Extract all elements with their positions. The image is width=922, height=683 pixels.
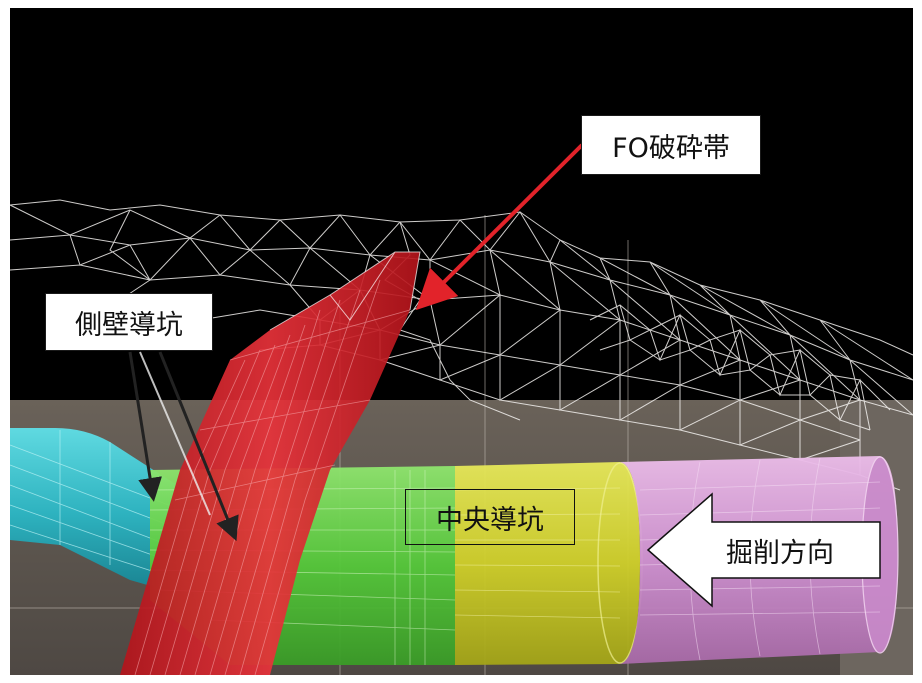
side-pilot-label: 側壁導坑 [45, 293, 213, 351]
fault-zone-arrow [415, 143, 584, 311]
excavation-direction-arrow [646, 492, 881, 608]
excavation-direction-label-text: 掘削方向 [726, 537, 834, 569]
fault-zone-red [120, 251, 421, 676]
center-pilot-label-text: 中央導坑 [436, 504, 544, 536]
center-pilot-label: 中央導坑 [405, 489, 575, 545]
side-pilot-arrows [128, 351, 239, 542]
side-pilot-label-text: 側壁導坑 [75, 309, 183, 341]
excavation-direction-label: 掘削方向 [700, 522, 860, 578]
fault-zone-label: FO破砕帯 [581, 115, 761, 175]
fault-zone-label-text: FO破砕帯 [612, 132, 730, 164]
